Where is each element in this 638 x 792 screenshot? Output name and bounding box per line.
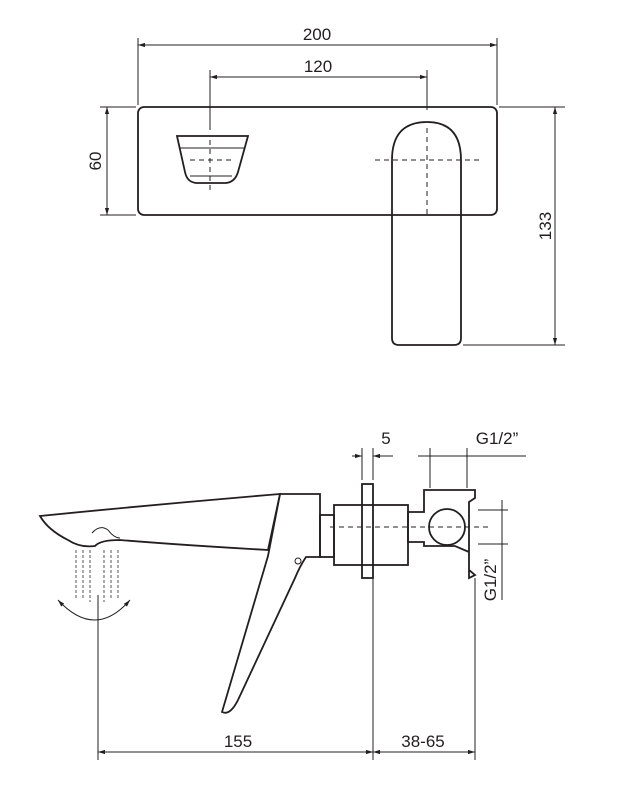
temperature-knob	[175, 135, 250, 184]
dim-label-120: 120	[304, 57, 332, 76]
dim-label-g12-top: G1/2”	[476, 429, 519, 448]
handle-body	[220, 493, 321, 714]
collar	[319, 514, 335, 558]
dim-label-200: 200	[303, 25, 331, 44]
spout	[38, 493, 282, 551]
front-view: 200 120 60 133	[86, 25, 565, 346]
connection-fitting	[407, 489, 477, 580]
valve-body	[333, 504, 409, 566]
dim-label-g12-side: G1/2”	[481, 558, 500, 601]
dim-label-60: 60	[86, 152, 105, 171]
wall-flange	[361, 483, 374, 579]
lever-handle-front	[391, 121, 462, 346]
water-spray	[75, 550, 119, 602]
swivel-arrow-icon	[57, 599, 131, 621]
dim-label-5: 5	[381, 429, 390, 448]
dim-label-38-65: 38-65	[401, 732, 444, 751]
dim-label-133: 133	[536, 212, 555, 240]
side-view: 5 G1/2” G1/2” 155 38-65	[38, 429, 526, 760]
dim-label-155: 155	[224, 732, 252, 751]
wall-plate-front	[137, 106, 498, 216]
